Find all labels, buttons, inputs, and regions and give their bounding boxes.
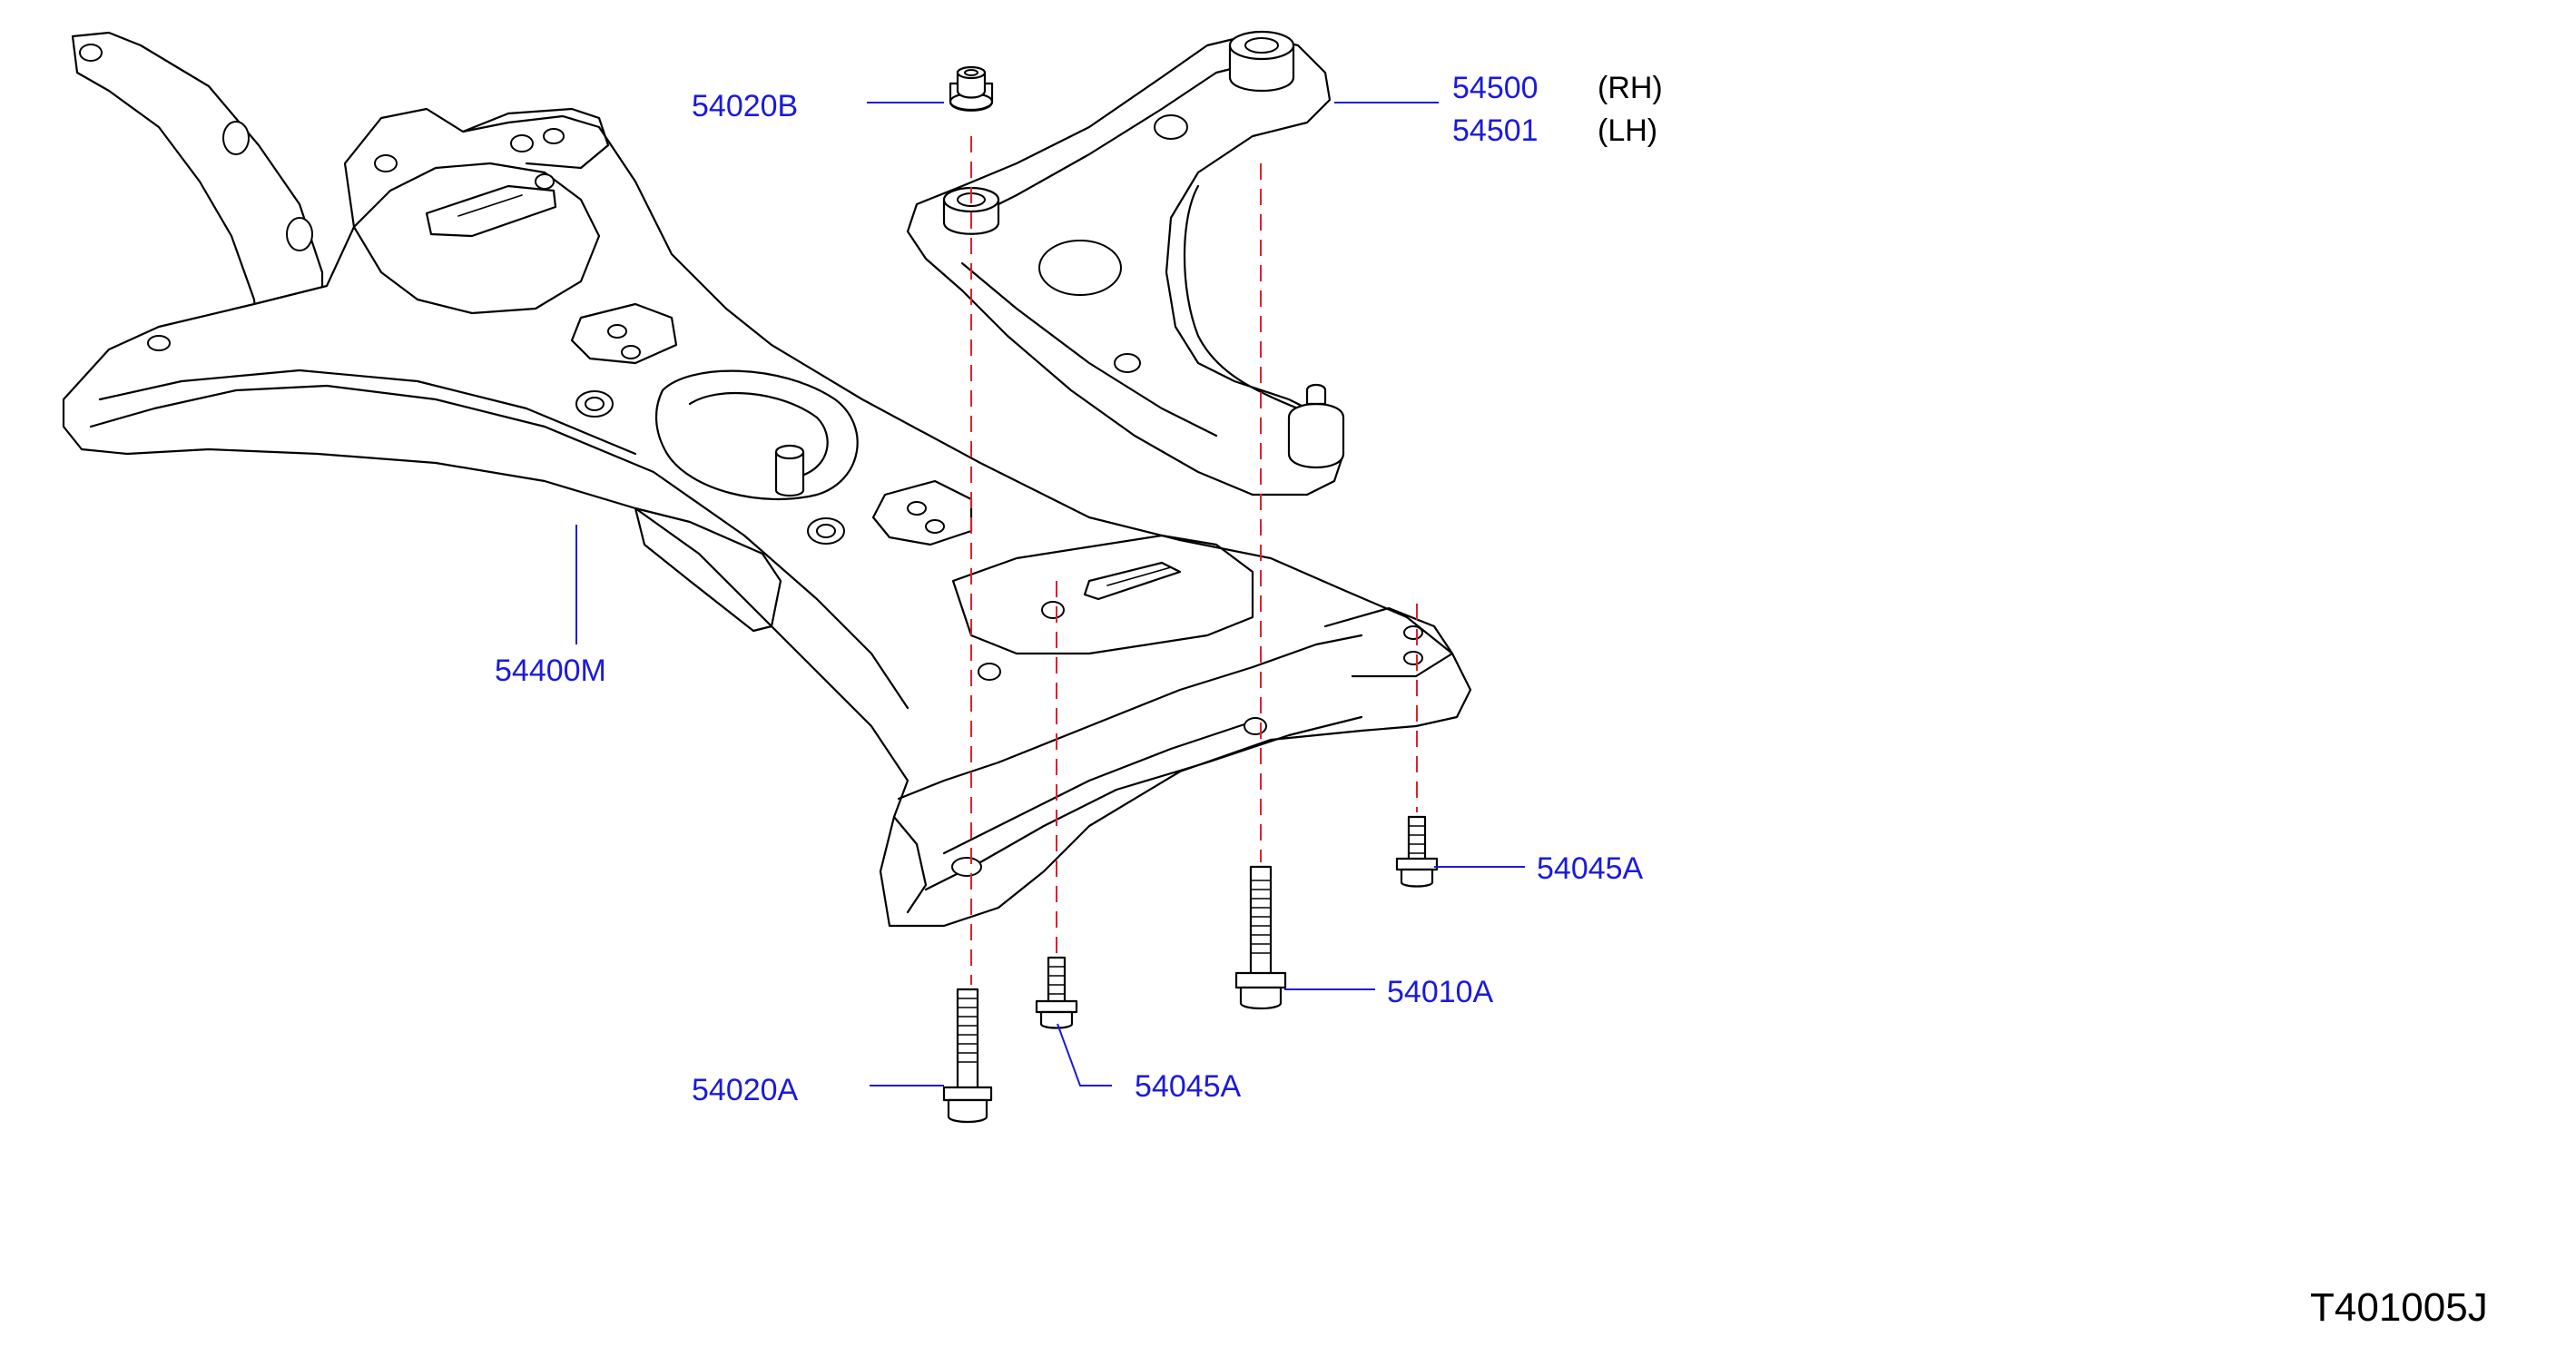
transverse-link [906, 30, 1345, 497]
callout-54500: 54500 [1452, 71, 1539, 105]
callouts: 54020B 54500 54501 (RH) (LH) 54400M 5402… [495, 71, 2488, 1330]
bolt-54010a [1234, 865, 1287, 1010]
callout-54020a: 54020A [692, 1073, 799, 1107]
leader-lines [575, 102, 1525, 1086]
bolt-54045a-right [1395, 815, 1439, 888]
assembly-axes [970, 136, 1418, 985]
callout-54010a: 54010A [1387, 975, 1494, 1009]
label-lh: (LH) [1598, 113, 1657, 148]
bolt-54020a [942, 988, 993, 1124]
diagram-reference-number: T401005J [2310, 1285, 2488, 1330]
callout-54501: 54501 [1452, 113, 1539, 148]
callout-54045a-right: 54045A [1537, 851, 1644, 886]
label-rh: (RH) [1598, 71, 1663, 105]
nut-54020b [949, 65, 994, 112]
callout-54045a-center: 54045A [1135, 1069, 1242, 1104]
bolt-54045a-center [1035, 956, 1078, 1029]
suspension-member [62, 31, 1472, 928]
callout-54400m: 54400M [495, 654, 606, 688]
callout-54020b: 54020B [692, 89, 798, 123]
